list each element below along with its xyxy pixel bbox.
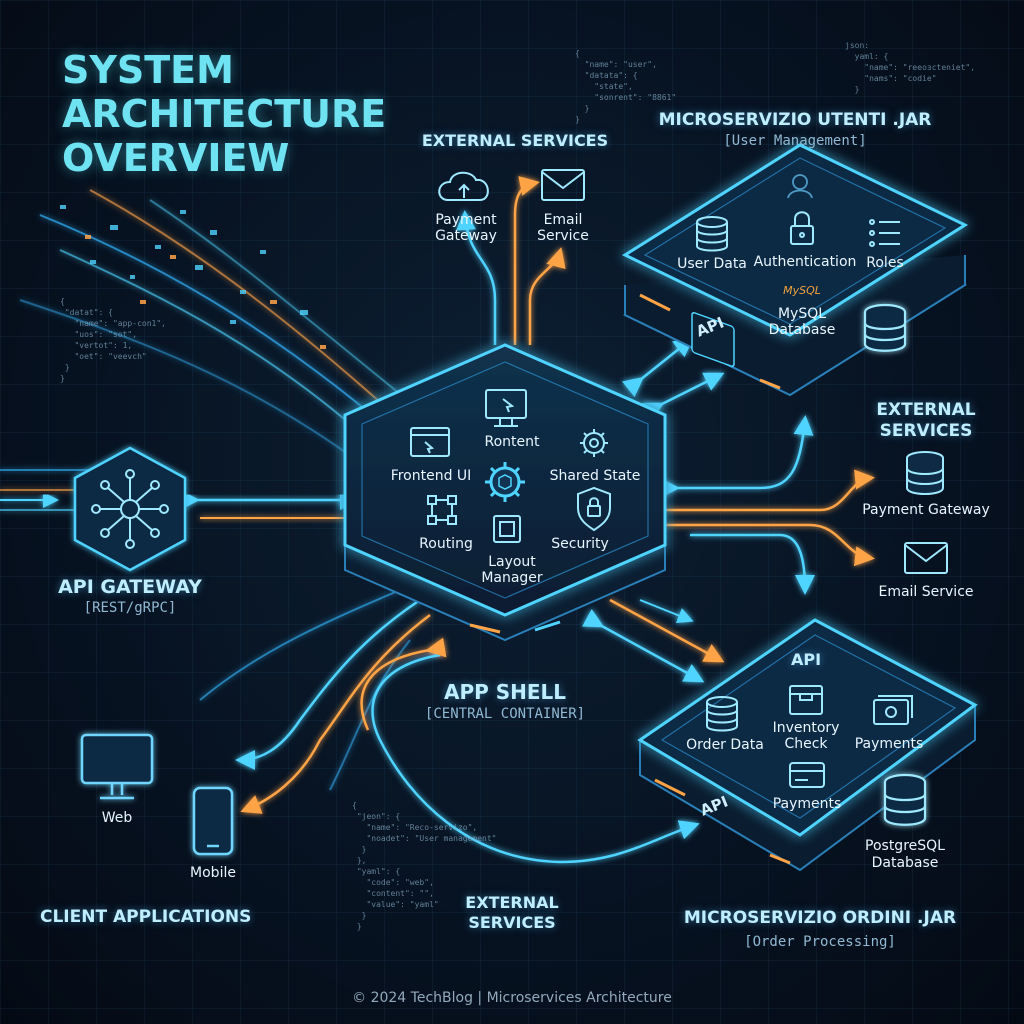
postgres-db-line-2: Database xyxy=(871,855,939,871)
shell-module-routing: Routing xyxy=(419,536,473,552)
client-mobile-label: Mobile xyxy=(190,865,236,881)
security-shield-icon xyxy=(577,486,611,532)
orders-api-top-badge: API xyxy=(790,650,822,669)
shell-external-right-links xyxy=(660,415,875,595)
api-gateway-subtitle: [REST/gRPC] xyxy=(83,600,177,616)
code-snippet-top-mid: { "name": "user", "datata": { "state", "… xyxy=(575,49,677,124)
core-gear-icon xyxy=(485,462,525,502)
external-top-payment-label: Payment Gateway xyxy=(435,212,497,244)
code-snippet-left: { "datat": { "name": "app-con1", "uos": … xyxy=(60,297,166,383)
title-line-3: OVERVIEW xyxy=(62,136,290,180)
shell-module-frontend-ui: Frontend UI xyxy=(390,468,472,484)
data-particles-orange xyxy=(85,235,326,349)
api-gateway-node xyxy=(73,446,187,572)
shell-users-links xyxy=(622,336,725,421)
users-service-heading: MICROSERVIZIO UTENTI .JAR xyxy=(658,110,932,130)
users-item-roles: Roles xyxy=(866,255,904,271)
external-top-email-label: Email Service xyxy=(537,212,589,244)
external-bottom-heading-line-1: EXTERNAL xyxy=(465,893,559,912)
orders-item-inventory-check: Inventory Check xyxy=(772,720,840,752)
external-right-payment-label: Payment Gateway xyxy=(862,502,990,518)
frontend-window-icon xyxy=(410,427,450,457)
external-right-heading-line-1: EXTERNAL xyxy=(876,400,976,420)
web-monitor-icon xyxy=(80,733,154,800)
bottom-loop-link xyxy=(360,637,700,864)
users-item-authentication: Authentication xyxy=(753,254,857,270)
api-gateway-heading: API GATEWAY xyxy=(58,576,202,598)
shell-module-rontent: Rontent xyxy=(484,434,540,450)
client-web-label: Web xyxy=(101,810,133,826)
layout-manager-icon xyxy=(493,515,521,543)
external-services-top-heading: EXTERNAL SERVICES xyxy=(421,131,609,150)
payment-cloud-icon xyxy=(438,171,489,201)
payments-cash-icon xyxy=(873,695,913,725)
inventory-box-icon xyxy=(789,685,823,715)
mobile-phone-icon xyxy=(192,786,234,856)
orders-item-order-data: Order Data xyxy=(686,737,764,753)
mysql-database-icon xyxy=(863,303,907,352)
data-particles xyxy=(60,205,308,324)
external-bottom-heading-line-2: SERVICES xyxy=(468,913,556,932)
gateway-shell-links xyxy=(0,490,360,519)
user-avatar-icon xyxy=(787,174,813,199)
rontent-monitor-icon xyxy=(485,389,527,427)
postgresql-database-icon xyxy=(883,773,927,826)
order-data-database-icon xyxy=(706,696,738,732)
code-snippet-bottom: { "jeon": { "name": "Reco-servizo", "noa… xyxy=(352,801,497,931)
user-data-database-icon xyxy=(696,216,728,252)
shell-external-top-links xyxy=(456,176,566,345)
shell-module-shared-state: Shared State xyxy=(549,468,641,484)
orders-item-payments-card: Payments xyxy=(772,796,842,812)
mysql-logo: MySQL xyxy=(783,284,821,297)
mysql-db-line-1: MySQL xyxy=(777,306,827,322)
orders-service-heading: MICROSERVIZIO ORDINI .JAR xyxy=(683,908,957,928)
data-streams xyxy=(0,189,421,511)
gateway-network-icon xyxy=(91,469,169,549)
client-applications-heading: CLIENT APPLICATIONS xyxy=(40,907,252,927)
shell-module-layout-manager: Layout Manager xyxy=(481,554,543,586)
shell-module-security: Security xyxy=(551,536,609,552)
postgres-db-line-1: PostgreSQL xyxy=(865,838,945,854)
title-line-1: SYSTEM xyxy=(62,48,234,92)
users-service-subtitle: [User Management] xyxy=(723,133,867,149)
mysql-db-line-2: Database xyxy=(768,322,836,338)
orders-service-subtitle: [Order Processing] xyxy=(744,934,896,950)
shared-state-gear-icon xyxy=(580,429,608,457)
app-shell-subtitle: [CENTRAL CONTAINER] xyxy=(424,706,586,722)
routing-icon xyxy=(427,495,457,525)
app-shell-heading: APP SHELL xyxy=(443,680,567,704)
email-service-envelope-icon xyxy=(904,542,948,574)
external-right-email-label: Email Service xyxy=(878,584,974,600)
external-right-heading-line-2: SERVICES xyxy=(879,421,973,441)
page-title: SYSTEM ARCHITECTURE OVERVIEW xyxy=(62,48,386,180)
shell-client-links xyxy=(199,589,431,814)
footer-credit: © 2024 TechBlog | Microservices Architec… xyxy=(352,990,672,1006)
payments-card-icon xyxy=(789,762,825,788)
orders-item-payments: Payments xyxy=(854,736,924,752)
code-snippet-top-right: json: yaml: { "name": "reeoзcteniet", "n… xyxy=(845,41,976,94)
roles-list-icon xyxy=(869,219,900,247)
authentication-lock-icon xyxy=(790,211,814,245)
title-line-2: ARCHITECTURE xyxy=(62,92,387,136)
shell-orders-links xyxy=(582,598,725,683)
email-envelope-icon xyxy=(541,169,585,201)
users-item-user-data: User Data xyxy=(677,256,747,272)
users-service-node xyxy=(621,143,969,397)
payment-database-icon xyxy=(906,451,944,495)
